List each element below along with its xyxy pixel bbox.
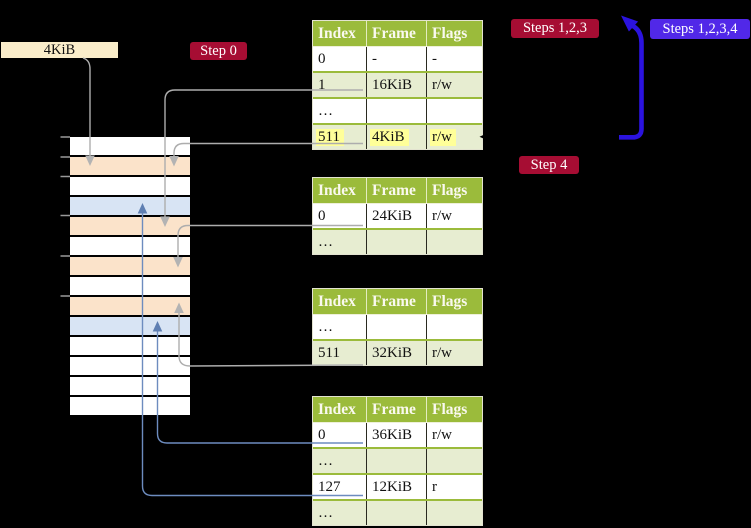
step-4-badge: Step 4	[519, 156, 579, 174]
column-header-frame: Frame	[367, 178, 427, 203]
column-header-flags: Flags	[432, 293, 468, 310]
table-row: 1 16KiB r/w	[313, 73, 482, 99]
page-table-2: Index Frame Flags 0 24KiB r/w …	[312, 177, 483, 255]
thick-blue-steps-arrow	[619, 24, 644, 140]
highlighted-cell: r/w	[430, 129, 456, 146]
column-header-frame: Frame	[367, 289, 427, 314]
table-row-ellipsis: …	[313, 99, 482, 125]
table-header-row: Index Frame Flags	[313, 21, 482, 47]
highlighted-cell: 4KiB	[370, 129, 409, 146]
memory-frame-row	[70, 397, 190, 415]
frame-size-label-box: 4KiB	[1, 42, 118, 58]
memory-frame-row	[70, 297, 190, 317]
page-table-1: Index Frame Flags 0 - - 1 16KiB r/w … 51…	[312, 20, 483, 150]
memory-frame-row	[70, 217, 190, 237]
table-row-highlighted: 511 4KiB r/w	[313, 125, 482, 149]
table-row: 0 24KiB r/w	[313, 204, 482, 230]
column-header-flags: Flags	[432, 182, 468, 199]
table-row-ellipsis: …	[313, 230, 482, 254]
highlighted-cell: 511	[316, 129, 344, 146]
column-header-flags: Flags	[432, 401, 468, 418]
memory-frame-row	[70, 357, 190, 377]
page-table-4: Index Frame Flags 0 36KiB r/w … 127 12Ki…	[312, 396, 483, 526]
memory-frame-row	[70, 257, 190, 277]
table-row-ellipsis: …	[313, 315, 482, 341]
table-row-ellipsis: …	[313, 501, 482, 525]
thick-blue-arrowhead-icon	[621, 15, 639, 32]
table-row-ellipsis: …	[313, 449, 482, 475]
column-header-index: Index	[313, 289, 367, 314]
column-header-index: Index	[313, 178, 367, 203]
column-header-index: Index	[313, 21, 367, 46]
black-arrow-to-pt1-511	[490, 135, 620, 139]
memory-frame-row	[70, 137, 190, 157]
step-0-badge: Step 0	[190, 42, 247, 60]
table-row: 127 12KiB r	[313, 475, 482, 501]
page-table-3: Index Frame Flags … 511 32KiB r/w	[312, 288, 483, 366]
table-row: 0 36KiB r/w	[313, 423, 482, 449]
memory-address-ticks	[60, 136, 70, 297]
memory-frame-row	[70, 317, 190, 337]
memory-frame-row	[70, 237, 190, 257]
column-header-flags: Flags	[432, 25, 468, 42]
column-header-frame: Frame	[367, 21, 427, 46]
memory-frame-row	[70, 377, 190, 397]
memory-frame-row	[70, 197, 190, 217]
column-header-index: Index	[313, 397, 367, 422]
memory-frame-row	[70, 157, 190, 177]
steps-1234-badge: Steps 1,2,3,4	[650, 19, 750, 39]
table-row: 0 - -	[313, 47, 482, 73]
memory-frame-row	[70, 277, 190, 297]
table-header-row: Index Frame Flags	[313, 289, 482, 315]
column-header-frame: Frame	[367, 397, 427, 422]
memory-frame-row	[70, 337, 190, 357]
table-row: 511 32KiB r/w	[313, 341, 482, 365]
table-header-row: Index Frame Flags	[313, 178, 482, 204]
memory-frame-row	[70, 177, 190, 197]
steps-123-badge: Steps 1,2,3	[511, 19, 599, 38]
physical-memory-stack	[70, 137, 190, 415]
table-header-row: Index Frame Flags	[313, 397, 482, 423]
